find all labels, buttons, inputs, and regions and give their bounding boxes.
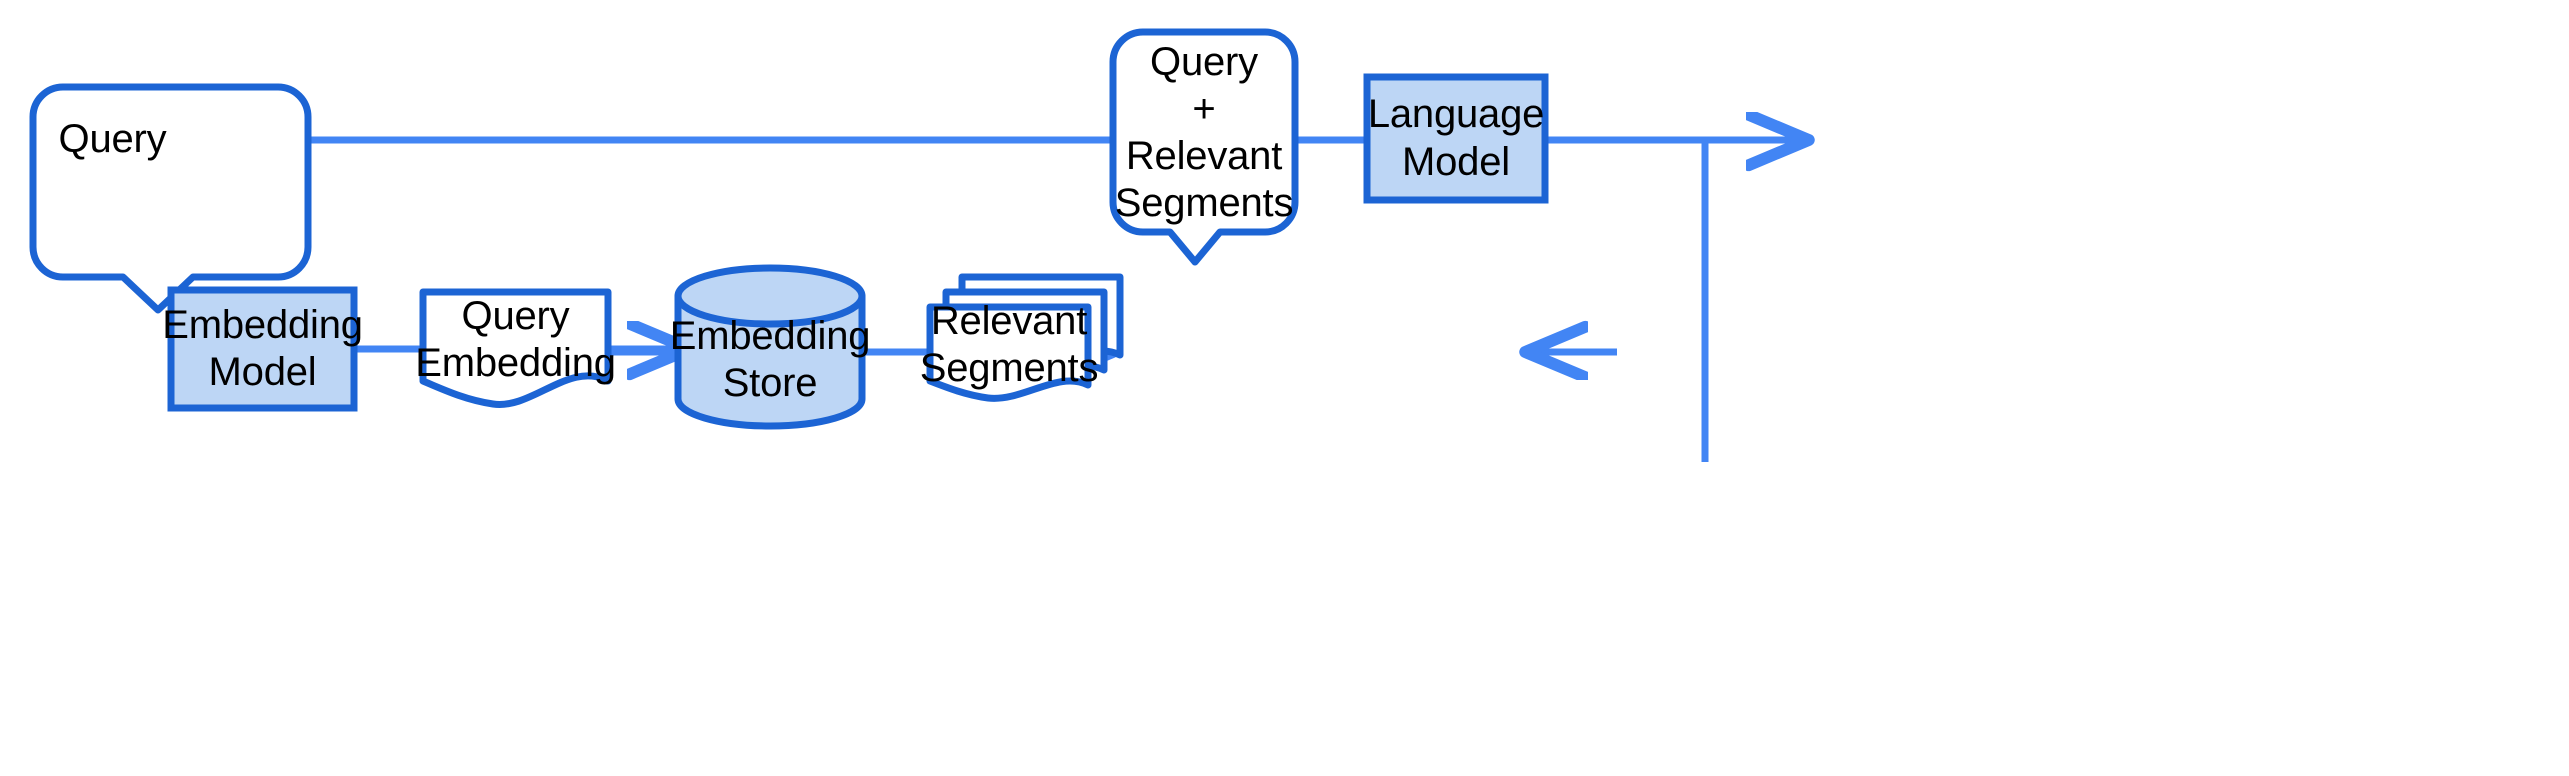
node-embedding-store[interactable] bbox=[674, 264, 866, 430]
relevant-segments-sheet-front bbox=[926, 303, 1092, 402]
query-bubble-shape bbox=[29, 83, 312, 314]
embedding-model-node-hit[interactable] bbox=[171, 290, 354, 408]
embedding-store-node-hit[interactable] bbox=[678, 265, 862, 430]
relevant-segments-node-hit[interactable] bbox=[930, 277, 1120, 410]
language-model-rect bbox=[1363, 73, 1549, 204]
query-plus-relevant-segments-node-hit[interactable] bbox=[1113, 32, 1295, 265]
query-node-hit[interactable] bbox=[25, 85, 205, 200]
embedding-model-rect bbox=[167, 286, 358, 412]
node-relevant-segments[interactable] bbox=[926, 273, 1124, 402]
node-query[interactable] bbox=[29, 83, 312, 314]
embedding-store-body bbox=[674, 292, 866, 430]
node-language-model[interactable] bbox=[1363, 73, 1549, 204]
node-embedding-model[interactable] bbox=[167, 286, 358, 412]
embedding-store-top bbox=[674, 264, 866, 328]
prompt-bubble-shape bbox=[1109, 28, 1299, 266]
query-embedding-node-hit[interactable] bbox=[423, 292, 608, 405]
node-query-embedding[interactable] bbox=[419, 288, 612, 408]
language-model-node-hit[interactable] bbox=[1367, 77, 1545, 200]
query-embedding-doc-shape bbox=[419, 288, 612, 408]
node-query-plus-relevant-segments[interactable] bbox=[1109, 28, 1299, 266]
